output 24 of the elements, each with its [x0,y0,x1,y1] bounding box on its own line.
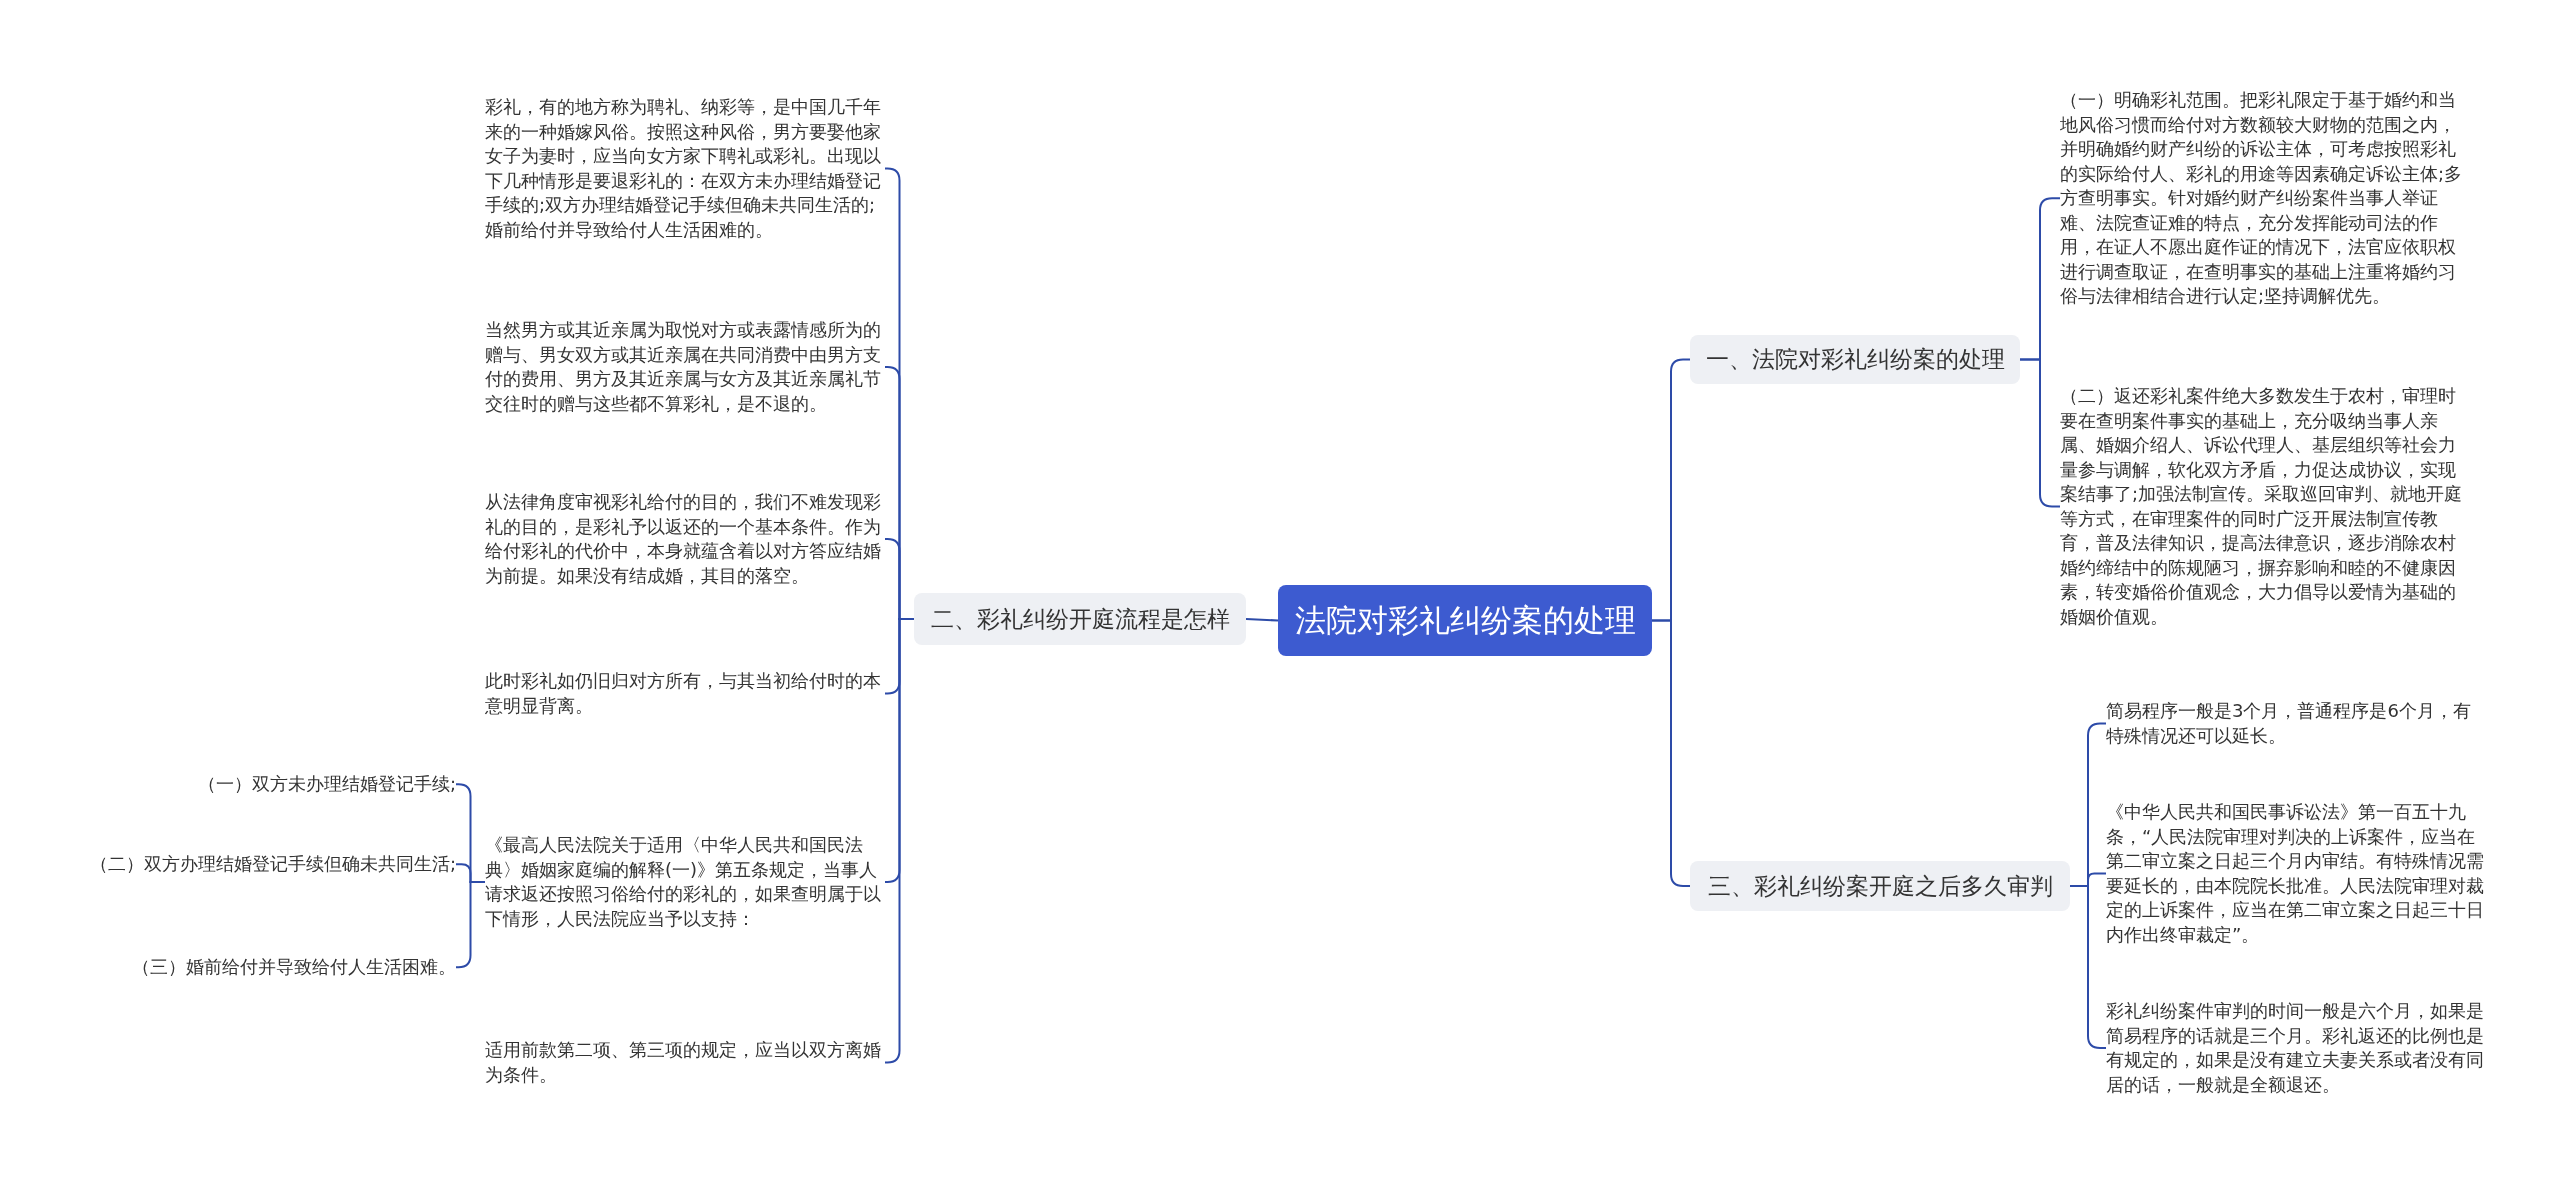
note-text: 从法律角度审视彩礼给付的目的，我们不难发现彩礼的目的，是彩礼予以返还的一个基本条件。作为给付彩礼的代价中，本身就蕴含着以对方答应结婚为前提。如果没有结成婚，其目的落空。 [485,490,882,588]
note-text: 当然男方或其近亲属为取悦对方或表露情感所为的赠与、男女双方或其近亲属在共同消费中由男方支付的费用、男方及其近亲属与女方及其近亲属礼节交往时的赠与这些都不算彩礼，是不退的。 [485,318,882,416]
root-topic-text: 法院对彩礼纠纷案的处理 [1294,600,1636,640]
topic-text: 一、法院对彩礼纠纷案的处理 [1705,345,2005,374]
note-text: （一）明确彩礼范围。把彩礼限定于基于婚约和当地风俗习惯而给付对方数额较大财物的范围之内，并明确婚约财产纠纷的诉讼主体，可考虑按照彩礼的实际给付人、彩礼的用途等因素确定诉讼主体;多方查明事实。针对婚约财产纠纷案件当事人举证难、法院查证难的特点，充分发挥能动司法的作用，在证人不愿出庭作证的情况下，法官应依职权进行调查取证，在查明事实的基础上注重将婚约习俗与法律相结合进行认定;坚持调解优先。 [2060,88,2464,308]
topic-box [1690,335,2020,384]
root-topic-box [1278,585,1652,656]
connector-line [1651,619,1691,887]
note-text: 彩礼纠纷案件审判的时间一般是六个月，如果是简易程序的话就是三个月。彩礼返还的比例也是有规定的，如果是没有建立夫妻关系或者没有同居的话，一般就是全额退还。 [2106,999,2485,1097]
note-text: （三）婚前给付并导致给付人生活困难。 [132,955,456,979]
note-text: 简易程序一般是3个月，普通程序是6个月，有特殊情况还可以延长。 [2106,699,2472,748]
note-text: 此时彩礼如仍旧归对方所有，与其当初给付时的本意明显背离。 [485,669,882,718]
connector-line [1245,618,1279,622]
note-text: 《最高人民法院关于适用〈中华人民共和国民法典〉婚姻家庭编的解释(一)》第五条规定，当事人请求返还按照习俗给付的彩礼的，如果查明属于以下情形，人民法院应当予以支持： [485,833,882,931]
note-text: （一）双方未办理结婚登记手续; [197,772,456,796]
topic-box [1690,861,2070,911]
note-text: （二）返还彩礼案件绝大多数发生于农村，审理时要在查明案件事实的基础上，充分吸纳当事人亲属、婚姻介绍人、诉讼代理人、基层组织等社会力量参与调解，软化双方矛盾，力促达成协议，实现案结事了;加强法制宣传。采取巡回审判、就地开庭等方式，在审理案件的同时广泛开展法制宣传教育，普及法律知识，提高法律意识，逐步消除农村婚约缔结中的陈规陋习，摒弃影响和睦的不健康因素，转变婚俗价值观念，大力倡导以爱情为基础的婚姻价值观。 [2060,384,2464,629]
note-text: 《中华人民共和国民事诉讼法》第一百五十九条，“人民法院审理对判决的上诉案件，应当在第二审立案之日起三个月内审结。有特殊情况需要延长的，由本院院长批准。人民法院审理对裁定的上诉案件，应当在第二审立案之日起三十日内作出终审裁定”。 [2106,800,2485,947]
note-text: （二）双方办理结婚登记手续但确未共同生活; [89,852,456,876]
topic-box [914,593,1246,645]
note-text: 彩礼，有的地方称为聘礼、纳彩等，是中国几千年来的一种婚嫁风俗。按照这种风俗，男方要娶他家女子为妻时，应当向女方家下聘礼或彩礼。出现以下几种情形是要退彩礼的：在双方未办理结婚登记手续的;双方办理结婚登记手续但确未共同生活的;婚前给付并导致给付人生活困难的。 [485,95,882,242]
topic-text: 二、彩礼纠纷开庭流程是怎样 [930,604,1230,634]
topic-text: 三、彩礼纠纷案开庭之后多久审判 [1707,871,2053,901]
note-text: 适用前款第二项、第三项的规定，应当以双方离婚为条件。 [485,1038,882,1087]
